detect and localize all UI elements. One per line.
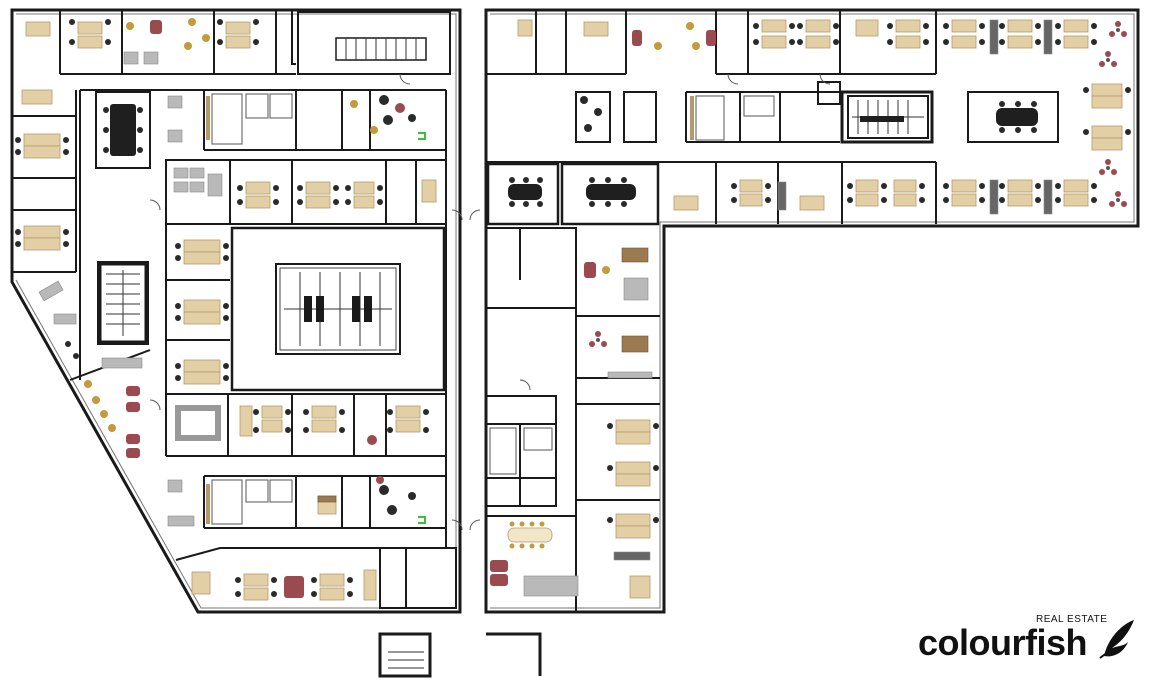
lounge-furniture	[317, 247, 649, 503]
doors	[149, 73, 831, 531]
fish-icon	[1099, 620, 1134, 659]
interior-walls-left	[12, 9, 457, 609]
logo-tagline: REAL ESTATE	[1036, 614, 1108, 625]
wood-panels	[206, 96, 694, 524]
office-chairs	[15, 19, 1131, 597]
green-markers	[418, 132, 426, 524]
grey-furniture	[38, 19, 1053, 597]
conference-tables	[110, 104, 1038, 200]
logo-wordmark: colourfish	[918, 622, 1088, 663]
colourfish-logo: REAL ESTATE colourfish	[918, 612, 1148, 672]
interior-walls-right	[485, 10, 1059, 612]
washrooms	[211, 93, 775, 525]
accent-chairs	[84, 18, 716, 598]
lounge-trios	[589, 21, 1127, 347]
desks	[21, 19, 1123, 601]
stairwells	[98, 37, 929, 678]
meeting-table-light	[507, 521, 553, 549]
central-atrium	[230, 226, 446, 392]
outer-walls	[10, 8, 1140, 614]
